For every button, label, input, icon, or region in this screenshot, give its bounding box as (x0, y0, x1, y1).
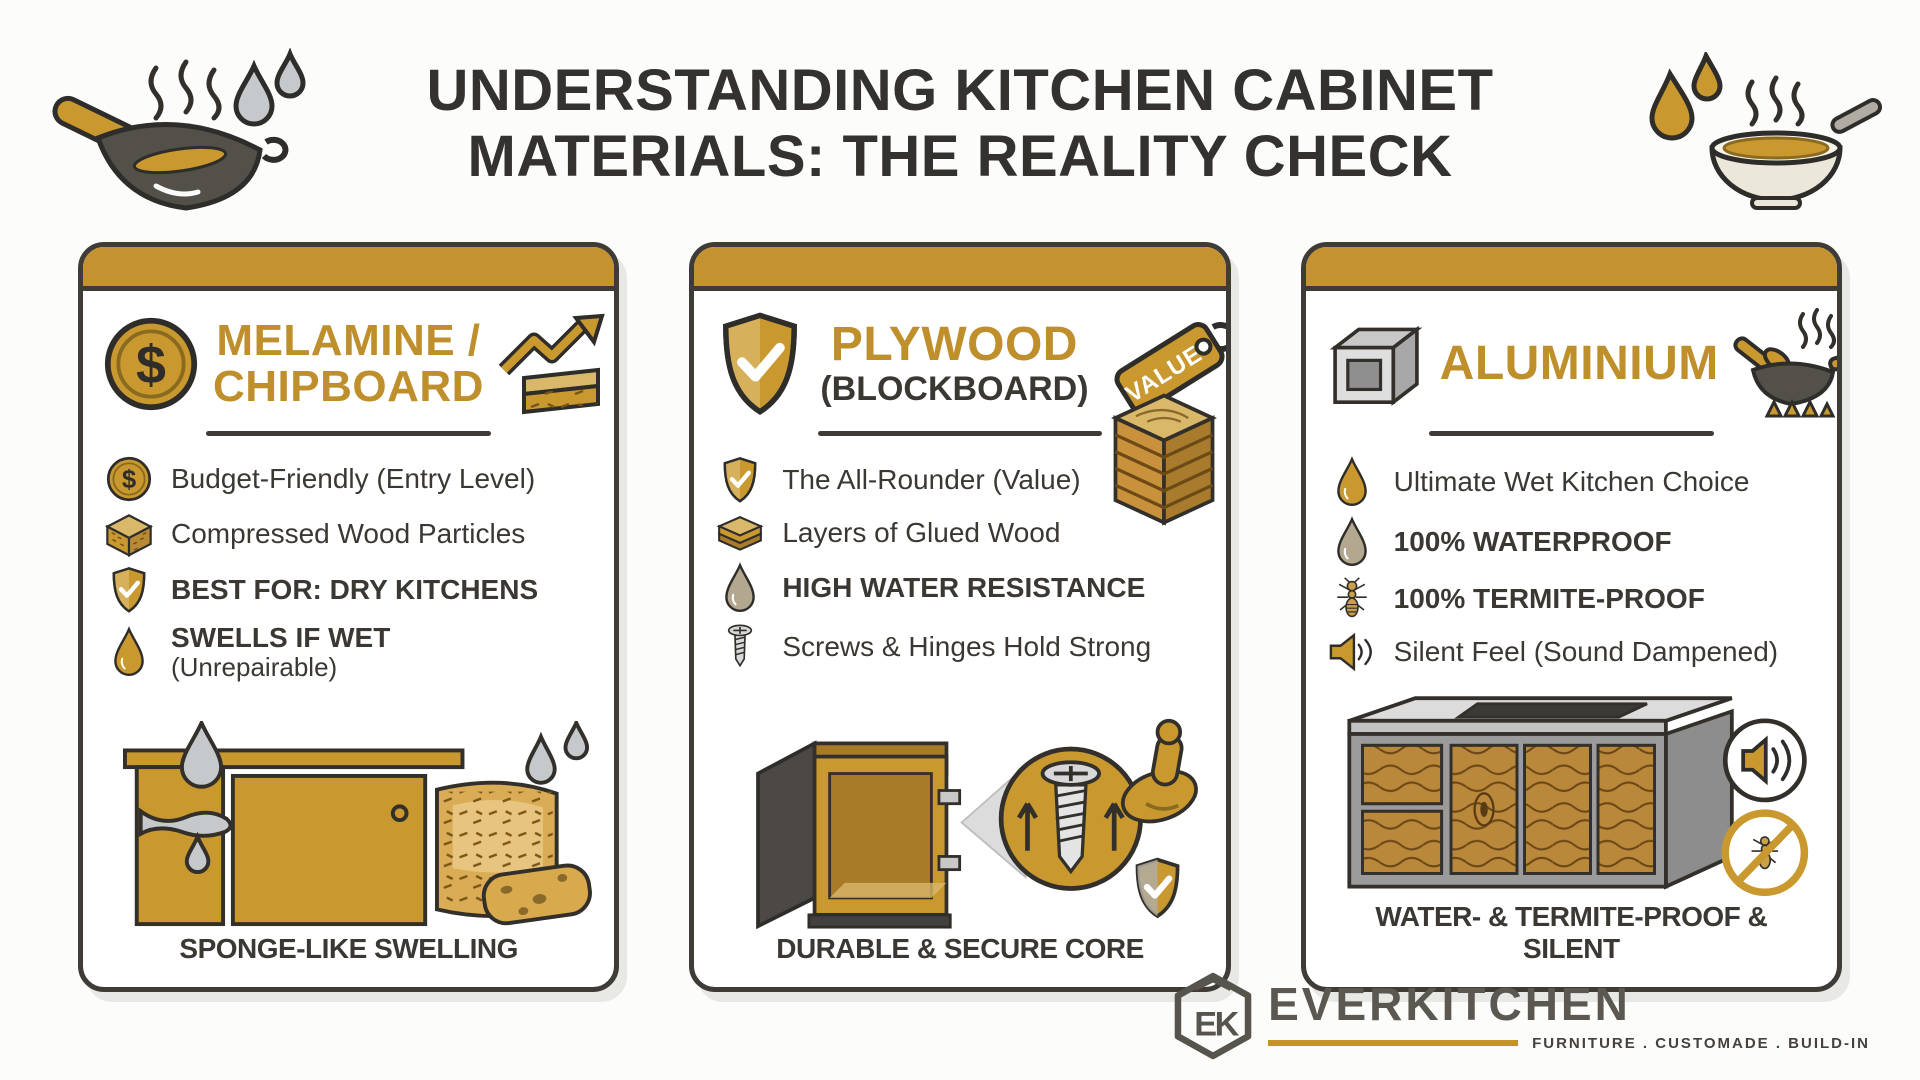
water-drop-icon (1326, 516, 1378, 568)
plywood-layers-icon (714, 512, 766, 554)
card-caption: SPONGE-LIKE SWELLING (179, 933, 518, 964)
shield-check-icon (103, 566, 155, 614)
wok-flame-icon (1733, 308, 1837, 420)
header-divider (206, 431, 492, 436)
list-item: HIGH WATER RESISTANCE (714, 562, 1205, 614)
list-item: Compressed Wood Particles (103, 510, 594, 558)
dollar-coin-icon (103, 316, 199, 412)
speaker-circle-icon (1722, 718, 1807, 803)
list-item: Screws & Hinges Hold Strong (714, 622, 1205, 672)
card-top-bar (83, 247, 615, 291)
list-item: SWELLS IF WET (Unrepairable) (103, 622, 594, 681)
brand-tagline: FURNITURE . CUSTOMADE . BUILD-IN (1532, 1034, 1870, 1052)
card-aluminium: ALUMINIUM Ultimate Wet (1300, 242, 1842, 992)
water-drop-icon (1326, 456, 1378, 508)
speaker-icon (1326, 630, 1378, 674)
page-title-line1: UNDERSTANDING KITCHEN CABINET (426, 58, 1494, 123)
list-item: BEST FOR: DRY KITCHENS (103, 566, 594, 614)
card-top-bar (1305, 247, 1837, 291)
list-item: Layers of Glued Wood (714, 512, 1205, 554)
aluminium-cabinet-illustration (1326, 685, 1817, 897)
bicep-icon (1121, 718, 1199, 824)
cabinet-screw-strength-illustration (714, 717, 1205, 929)
feature-list: Budget-Friendly (Entry Level) Compressed… (103, 448, 594, 689)
feature-list: Ultimate Wet Kitchen Choice 100% WATERPR… (1326, 448, 1817, 682)
no-termite-icon (1721, 809, 1808, 897)
page-title: UNDERSTANDING KITCHEN CABINET MATERIALS:… (0, 58, 1920, 189)
brand-gold-underline (1268, 1040, 1519, 1046)
feature-list: The All-Rounder (Value) Layers of Glued … (714, 448, 1205, 680)
svg-text:E: E (1194, 1006, 1217, 1044)
brand-footer: E K EVERKITCHEN FURNITURE . CUSTOMADE . … (1172, 972, 1870, 1060)
card-caption: WATER- & TERMITE-PROOF & SILENT (1375, 901, 1768, 964)
header-divider (817, 431, 1103, 436)
material-cards: MELAMINE / CHIPBOARD (78, 242, 1842, 992)
card-plywood-blockboard: PLYWOOD (BLOCKBOARD) VALUE (689, 242, 1231, 992)
wok-steam-icon (28, 48, 318, 220)
list-item: Ultimate Wet Kitchen Choice (1326, 456, 1817, 508)
brand-name: EVERKITCHEN (1268, 977, 1631, 1030)
termite-icon (1326, 576, 1378, 622)
list-item: Budget-Friendly (Entry Level) (103, 456, 594, 502)
list-item: 100% WATERPROOF (1326, 516, 1817, 568)
card-caption: DURABLE & SECURE CORE (776, 933, 1144, 964)
shield-check-icon (1135, 857, 1180, 919)
card-melamine-chipboard: MELAMINE / CHIPBOARD (78, 242, 620, 992)
page-title-line2: MATERIALS: THE REALITY CHECK (467, 123, 1453, 189)
list-item: Silent Feel (Sound Dampened) (1326, 630, 1817, 674)
water-drop-icon (103, 626, 155, 678)
gold-drops-icon (1649, 52, 1723, 141)
card-title: ALUMINIUM (1439, 336, 1719, 390)
swollen-cabinet-sponge-illustration (103, 721, 594, 929)
card-title: PLYWOOD (BLOCKBOARD) (820, 318, 1089, 408)
list-item: The All-Rounder (Value) (714, 456, 1205, 504)
soup-bowl-icon (1634, 52, 1884, 222)
chipboard-block-icon (103, 510, 155, 558)
dollar-coin-icon (103, 456, 155, 502)
shield-check-icon (714, 456, 766, 504)
aluminium-profile-icon (1326, 318, 1426, 410)
list-item: 100% TERMITE-PROOF (1326, 576, 1817, 622)
header-divider (1428, 431, 1714, 436)
plywood-stack-icon (1108, 389, 1220, 531)
shield-check-icon (714, 310, 806, 418)
water-drops-icon (233, 48, 306, 127)
water-drop-icon (714, 562, 766, 614)
growth-arrow-chipboard-icon (498, 312, 606, 416)
card-title: MELAMINE / CHIPBOARD (213, 315, 484, 411)
screw-icon (714, 622, 766, 672)
card-top-bar (694, 247, 1226, 291)
ek-cube-logo-icon: E K (1172, 972, 1254, 1060)
svg-text:K: K (1215, 1006, 1240, 1044)
